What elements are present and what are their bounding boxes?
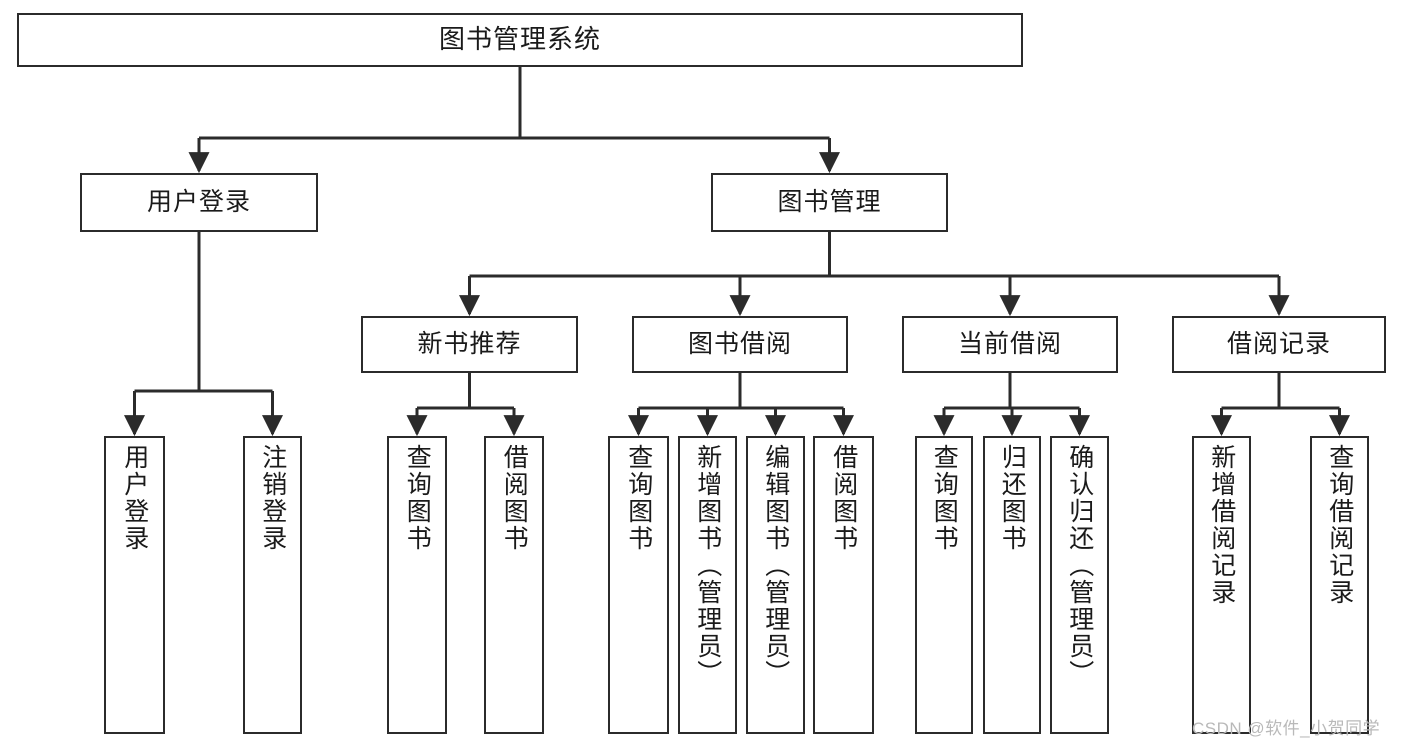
node-label: 编辑图书（管理员） <box>761 444 790 687</box>
node-label: 图书管理 <box>777 188 882 217</box>
node-label: 注销登录 <box>258 444 287 552</box>
node-label: 查询图书 <box>403 444 432 552</box>
node-records[interactable]: 借阅记录 <box>1172 316 1386 373</box>
node-label: 借阅图书 <box>500 444 529 552</box>
node-label: 用户登录 <box>120 444 149 552</box>
node-label: 确认归还（管理员） <box>1065 444 1094 687</box>
node-label: 新增图书（管理员） <box>693 444 722 687</box>
node-label: 查询借阅记录 <box>1325 444 1354 606</box>
node-root[interactable]: 图书管理系统 <box>17 13 1023 67</box>
node-label: 借阅记录 <box>1226 330 1331 359</box>
node-label: 借阅图书 <box>829 444 858 552</box>
node-label: 新增借阅记录 <box>1207 444 1236 606</box>
node-current[interactable]: 当前借阅 <box>902 316 1118 373</box>
edges <box>124 67 1350 437</box>
node-l-borrow1[interactable]: 借阅图书 <box>484 436 544 734</box>
node-l-queryrec[interactable]: 查询借阅记录 <box>1310 436 1369 734</box>
node-label: 当前借阅 <box>957 330 1062 359</box>
node-label: 图书借阅 <box>687 330 792 359</box>
node-l-borrow2[interactable]: 借阅图书 <box>813 436 874 734</box>
node-bookmgmt[interactable]: 图书管理 <box>711 173 948 232</box>
node-l-add[interactable]: 新增图书（管理员） <box>678 436 737 734</box>
node-l-login[interactable]: 用户登录 <box>104 436 165 734</box>
node-l-logout[interactable]: 注销登录 <box>243 436 302 734</box>
node-login[interactable]: 用户登录 <box>80 173 318 232</box>
node-label: 图书管理系统 <box>438 24 601 55</box>
node-label: 归还图书 <box>998 444 1027 552</box>
node-l-edit[interactable]: 编辑图书（管理员） <box>746 436 805 734</box>
node-l-confirm[interactable]: 确认归还（管理员） <box>1050 436 1109 734</box>
node-l-addrec[interactable]: 新增借阅记录 <box>1192 436 1251 734</box>
csdn-watermark: CSDN @软件_小贺同学 <box>1192 719 1381 738</box>
node-l-return[interactable]: 归还图书 <box>983 436 1041 734</box>
node-newbook[interactable]: 新书推荐 <box>361 316 578 373</box>
node-l-query1[interactable]: 查询图书 <box>387 436 447 734</box>
node-borrow[interactable]: 图书借阅 <box>632 316 848 373</box>
node-l-query3[interactable]: 查询图书 <box>915 436 973 734</box>
node-label: 用户登录 <box>146 188 251 217</box>
node-label: 查询图书 <box>930 444 959 552</box>
node-l-query2[interactable]: 查询图书 <box>608 436 669 734</box>
node-label: 查询图书 <box>624 444 653 552</box>
node-label: 新书推荐 <box>417 330 522 359</box>
